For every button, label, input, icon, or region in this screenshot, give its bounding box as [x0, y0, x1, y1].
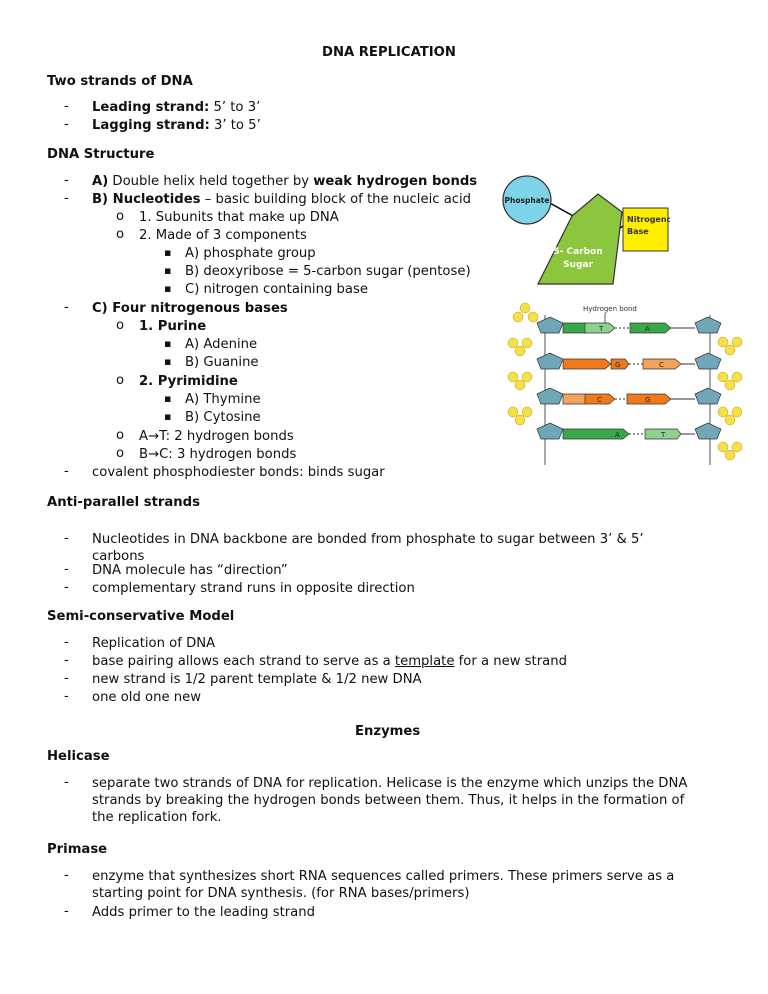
o-bullet: o — [116, 209, 125, 224]
dash-bullet: - — [64, 868, 69, 883]
list-item-lagging: Lagging strand: 3’ to 5’ — [92, 118, 261, 133]
square-bullet: ▪ — [164, 392, 172, 405]
dash-bullet: - — [64, 464, 69, 479]
sub-item-purine: 1. Purine — [139, 319, 207, 334]
dash-bullet: - — [64, 671, 69, 686]
square-bullet: ▪ — [164, 410, 172, 423]
dash-bullet: - — [64, 904, 69, 919]
base-label-1: Nitrogenous — [627, 215, 670, 224]
svg-text:A: A — [645, 325, 650, 333]
helicase-description: separate two strands of DNA for replicat… — [92, 776, 688, 825]
purine-item: A) Adenine — [185, 337, 258, 352]
dash-bullet: - — [64, 300, 69, 315]
enzymes-heading: Enzymes — [355, 724, 421, 739]
sugar-label-1: 5- Carbon — [553, 247, 602, 257]
o-bullet: o — [116, 318, 125, 333]
list-item-leading: Leading strand: 5’ to 3’ — [92, 100, 261, 115]
o-bullet: o — [116, 227, 125, 242]
page-title: DNA REPLICATION — [322, 45, 456, 60]
component-item: A) phosphate group — [185, 246, 316, 261]
square-bullet: ▪ — [164, 337, 172, 350]
component-item: B) deoxyribose = 5-carbon sugar (pentose… — [185, 264, 471, 279]
base-rect — [622, 207, 669, 252]
list-item-four-bases: C) Four nitrogenous bases — [92, 301, 288, 316]
section-heading-dna-structure: DNA Structure — [47, 147, 155, 162]
list-item-old-new: one old one new — [92, 690, 202, 705]
section-heading-two-strands: Two strands of DNA — [47, 74, 193, 89]
dash-bullet: - — [64, 117, 69, 132]
svg-text:C: C — [659, 361, 664, 369]
list-item-base-pairing: base pairing allows each strand to serve… — [92, 654, 567, 669]
sub-item-components: 2. Made of 3 components — [139, 228, 307, 243]
base-label-2: Base — [627, 227, 649, 236]
dna-double-strand-diagram: Hydrogen bond T A G C C G A T — [507, 302, 743, 465]
section-heading-semiconservative: Semi-conservative Model — [47, 609, 235, 624]
sugar-pentagon — [537, 193, 623, 285]
square-bullet: ▪ — [164, 264, 172, 277]
sub-item-subunits: 1. Subunits that make up DNA — [139, 210, 339, 225]
list-item-replication: Replication of DNA — [92, 636, 216, 651]
svg-text:A: A — [615, 431, 620, 439]
dash-bullet: - — [64, 653, 69, 668]
section-heading-helicase: Helicase — [47, 749, 110, 764]
sub-item-pair-bc: B→C: 3 hydrogen bonds — [139, 447, 297, 462]
dash-bullet: - — [64, 531, 69, 546]
svg-text:G: G — [615, 361, 620, 369]
list-item-covalent: covalent phosphodiester bonds: binds sug… — [92, 465, 385, 480]
section-heading-primase: Primase — [47, 842, 108, 857]
section-heading-antiparallel: Anti-parallel strands — [47, 495, 200, 510]
dash-bullet: - — [64, 99, 69, 114]
list-item-complementary: complementary strand runs in opposite di… — [92, 581, 415, 596]
square-bullet: ▪ — [164, 355, 172, 368]
list-item-nucleotides: B) Nucleotides – basic building block of… — [92, 192, 472, 207]
component-item: C) nitrogen containing base — [185, 282, 368, 297]
phosphate-circle — [502, 175, 552, 225]
dash-bullet: - — [64, 775, 69, 790]
dash-bullet: - — [64, 580, 69, 595]
list-item-backbone: Nucleotides in DNA backbone are bonded f… — [92, 532, 644, 564]
dash-bullet: - — [64, 635, 69, 650]
pyrimidine-item: B) Cytosine — [185, 410, 261, 425]
dash-bullet: - — [64, 173, 69, 188]
pyrimidine-item: A) Thymine — [185, 392, 261, 407]
list-item-direction: DNA molecule has “direction” — [92, 563, 288, 578]
primase-description: enzyme that synthesizes short RNA sequen… — [92, 869, 675, 901]
sub-item-pyrimidine: 2. Pyrimidine — [139, 374, 238, 389]
phosphate-label: Phosphate — [505, 196, 550, 205]
svg-text:T: T — [660, 431, 666, 439]
svg-text:T: T — [598, 325, 604, 333]
list-item-double-helix: A) Double helix held together by weak hy… — [92, 174, 478, 189]
purine-item: B) Guanine — [185, 355, 259, 370]
square-bullet: ▪ — [164, 282, 172, 295]
sugar-label-2: Sugar — [563, 260, 593, 270]
o-bullet: o — [116, 446, 125, 461]
svg-text:C: C — [597, 396, 602, 404]
nucleotide-diagram: Phosphate 5- Carbon Sugar Nitrogenous Ba… — [502, 175, 670, 285]
hydrogen-bond-label: Hydrogen bond — [583, 305, 637, 313]
dash-bullet: - — [64, 689, 69, 704]
dash-bullet: - — [64, 562, 69, 577]
o-bullet: o — [116, 428, 125, 443]
o-bullet: o — [116, 373, 125, 388]
square-bullet: ▪ — [164, 246, 172, 259]
list-item-adds-primer: Adds primer to the leading strand — [92, 905, 315, 920]
sub-item-pair-at: A→T: 2 hydrogen bonds — [139, 429, 294, 444]
dash-bullet: - — [64, 191, 69, 206]
svg-text:G: G — [645, 396, 650, 404]
list-item-new-strand: new strand is 1/2 parent template & 1/2 … — [92, 672, 422, 687]
